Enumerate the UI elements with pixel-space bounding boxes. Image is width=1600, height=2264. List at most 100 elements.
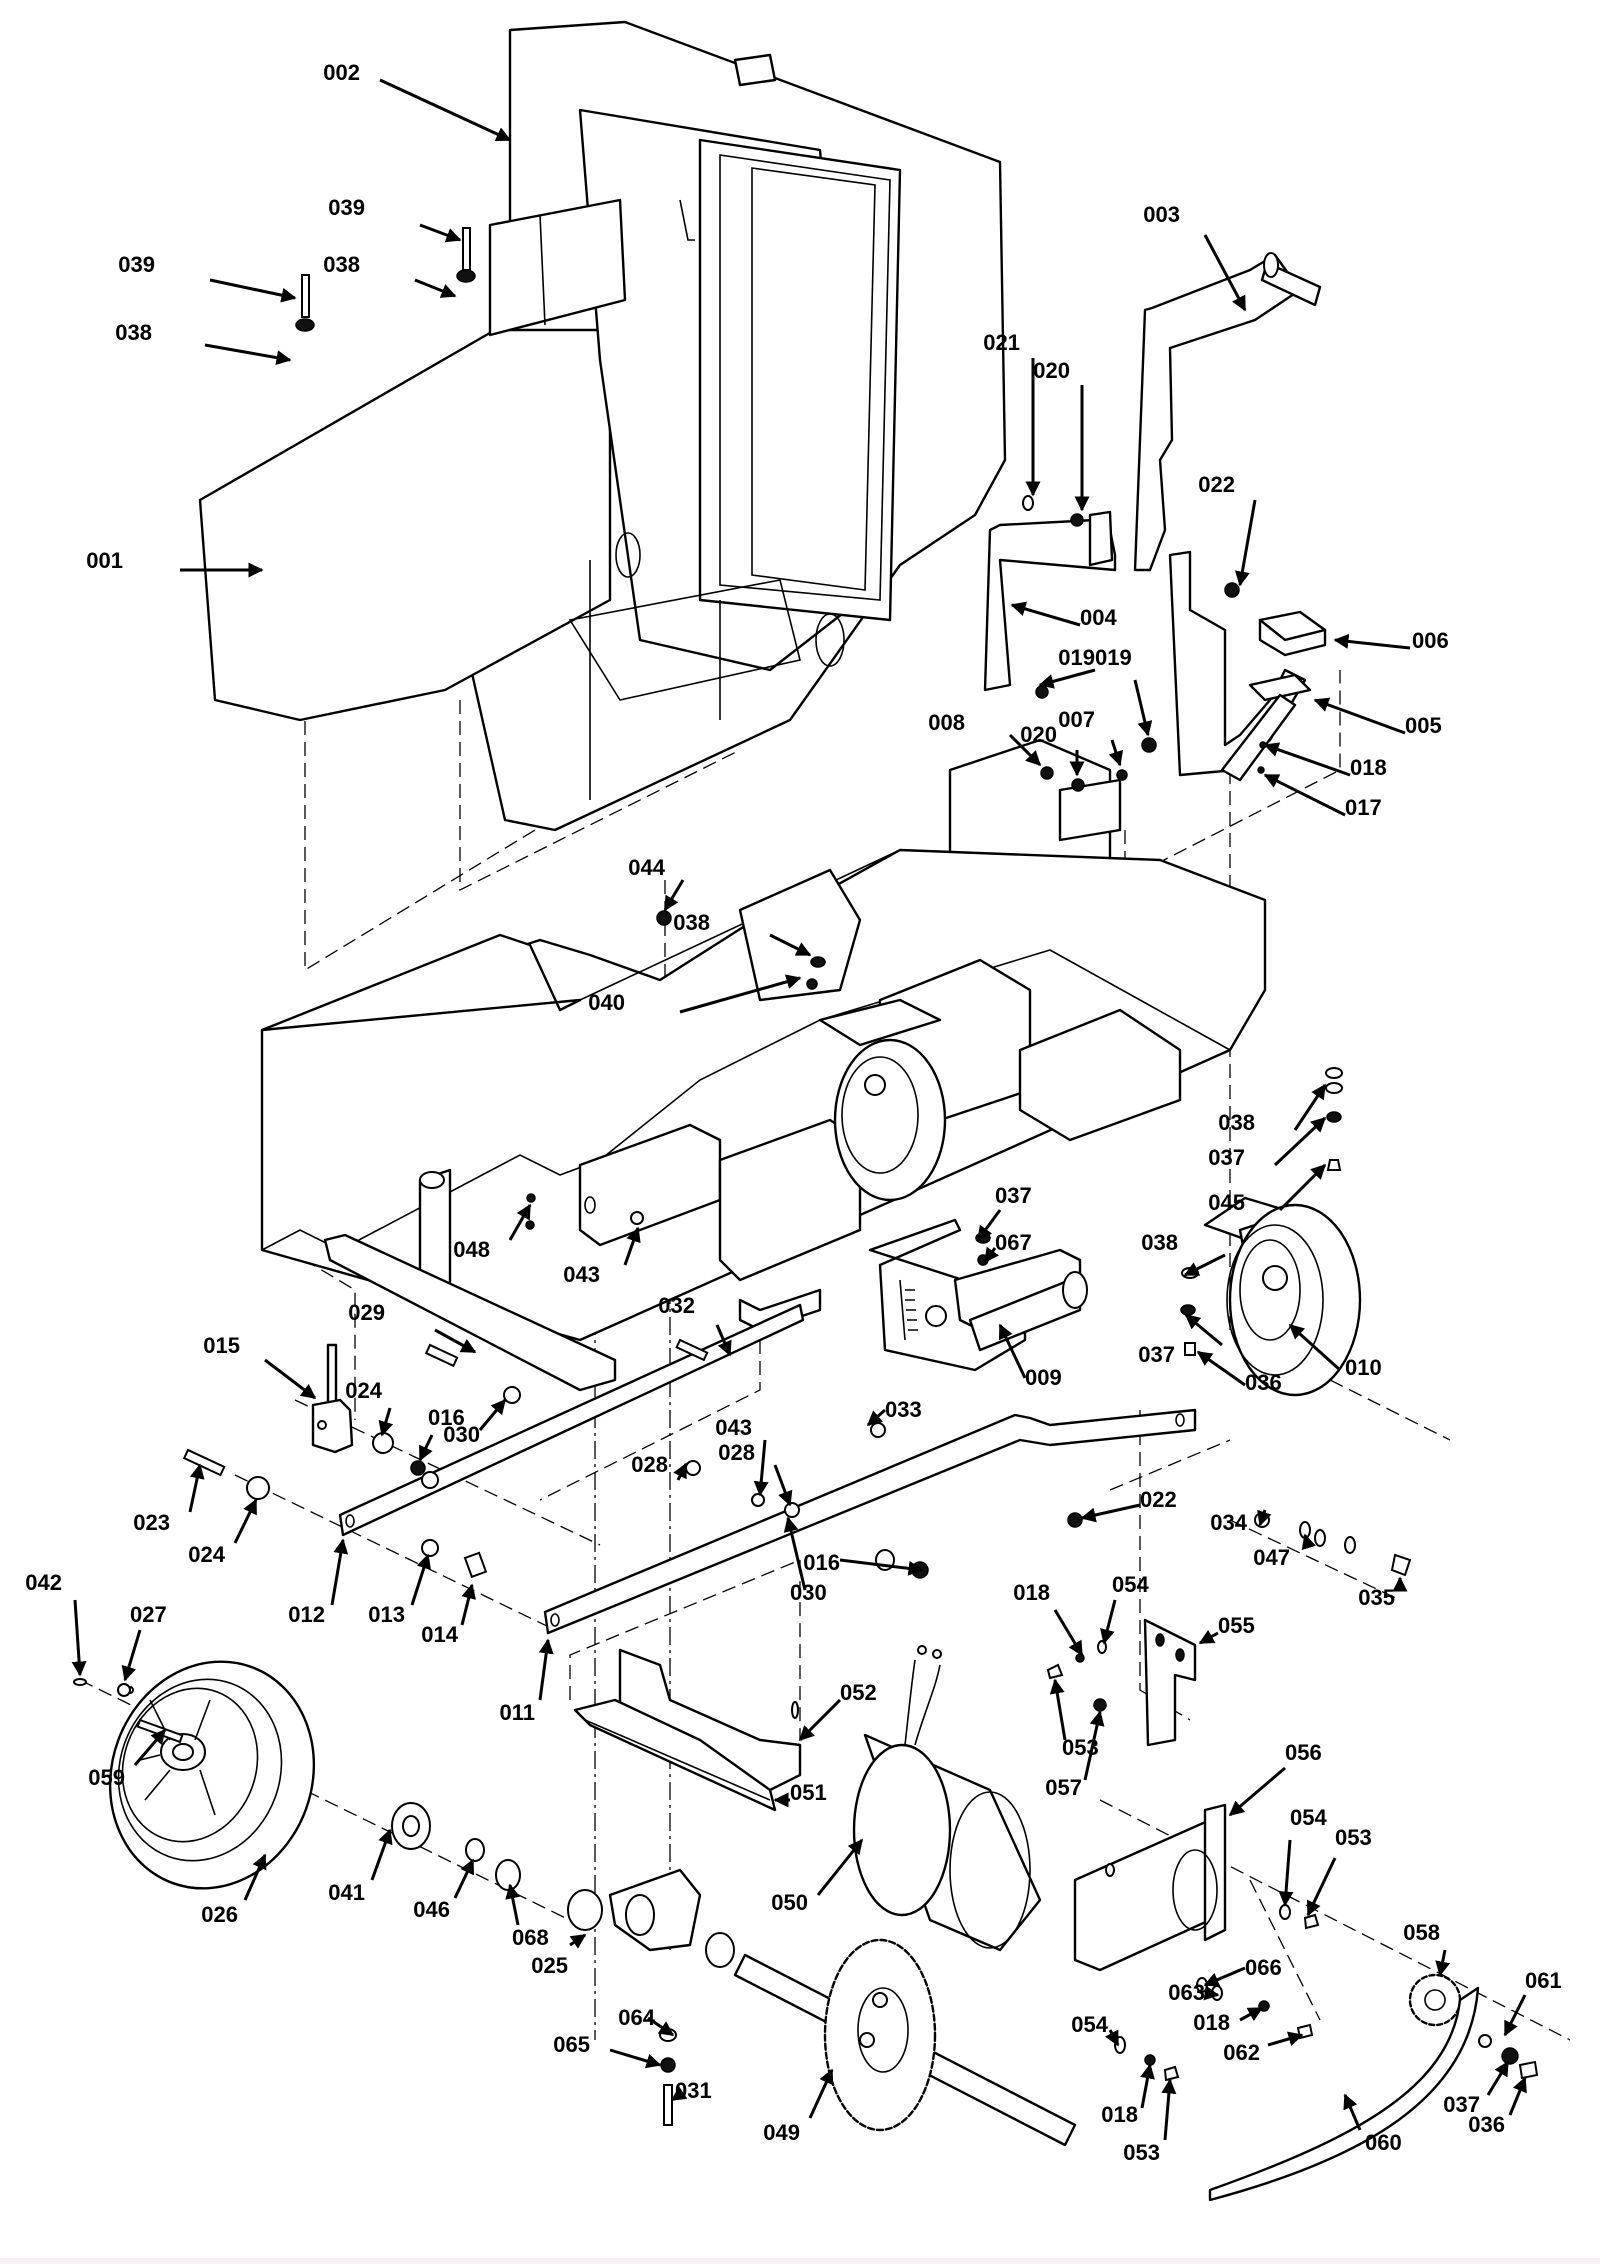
callout-leader-arrow-039 (419, 223, 462, 243)
callout-leader-arrow-018 (1239, 2006, 1264, 2022)
callout-leader-arrow-009 (998, 1323, 1027, 1379)
callout-label-065: 065 (553, 2032, 590, 2057)
callout-leader-arrow-060 (1343, 2093, 1362, 2131)
part-051-guard (573, 1648, 802, 1812)
callout-leader-arrow-043 (623, 1226, 641, 1266)
callout-label-028: 028 (718, 1440, 755, 1465)
callout-leader-arrow-056 (1228, 1766, 1286, 1817)
callout-leader-arrow-033 (866, 1408, 886, 1427)
callout-leader-arrow-038 (204, 343, 292, 366)
callout-label-058: 058 (1403, 1920, 1440, 1945)
part-009-drive-mount (868, 1218, 1088, 1372)
part-002-upper-housing (198, 20, 1007, 832)
callout-leader-arrow-037 (1486, 2060, 1510, 2096)
callout-label-037: 037 (1443, 2092, 1480, 2117)
callout-leader-arrow-028 (673, 1462, 688, 1481)
part-025-bearing (567, 1868, 735, 1968)
callout-label-022: 022 (1140, 1487, 1177, 1512)
callout-label-055: 055 (1218, 1613, 1255, 1638)
callout-label-037: 037 (995, 1183, 1032, 1208)
callout-label-030: 030 (443, 1422, 480, 1447)
callout-label-009: 009 (1025, 1365, 1062, 1390)
callout-leader-arrow-030 (783, 1516, 807, 1591)
callout-label-036: 036 (1245, 1370, 1282, 1395)
callout-leader-arrow-052 (798, 1698, 842, 1742)
part-056-motor-bracket (1073, 1803, 1227, 1972)
part-060-chain (1208, 1986, 1480, 2202)
page-bottom-edge (0, 2258, 1600, 2264)
callout-label-003: 003 (1143, 202, 1180, 227)
callout-leader-arrow-063 (1203, 1985, 1220, 2001)
callout-label-001: 001 (86, 548, 123, 573)
callout-label-024: 024 (345, 1378, 382, 1403)
callout-label-004: 004 (1080, 605, 1117, 630)
callout-label-067: 067 (995, 1230, 1032, 1255)
callout-leader-arrow-034 (1257, 1509, 1272, 1527)
callout-leader-arrow-054 (1105, 2029, 1120, 2047)
callout-label-054: 054 (1290, 1805, 1327, 1830)
callout-label-039: 039 (118, 252, 155, 277)
callout-label-043: 043 (563, 1262, 600, 1287)
callout-label-064: 064 (618, 2005, 655, 2030)
callout-leader-arrow-053 (1161, 2078, 1177, 2141)
callout-leader-arrow-018 (1053, 1609, 1084, 1657)
callout-leader-arrow-011 (538, 1638, 554, 1701)
callout-leader-arrow-019 (1133, 679, 1153, 737)
part-006-pedal-pad (1258, 610, 1327, 657)
callout-leader-arrow-004 (1010, 601, 1081, 627)
callout-leader-arrow-042 (71, 1599, 87, 1677)
callout-leader-arrow-014 (460, 1583, 477, 1626)
callout-leader-arrow-054 (1278, 1839, 1294, 1907)
callout-label-060: 060 (1365, 2130, 1402, 2155)
callout-leader-arrow-068 (505, 1883, 521, 1926)
callout-label-021: 021 (983, 330, 1020, 355)
callout-leader-arrow-065 (609, 2048, 662, 2069)
callout-leader-arrow-029 (434, 1328, 477, 1354)
part-015-hinge-bracket (311, 1343, 354, 1454)
part-010-caster (1203, 1196, 1362, 1397)
callout-label-013: 013 (368, 1602, 405, 1627)
callout-label-048: 048 (453, 1237, 490, 1262)
callout-label-066: 066 (1245, 1955, 1282, 1980)
part-012-cross-bar (338, 1303, 805, 1537)
callout-leader-arrow-002 (379, 78, 512, 142)
callout-leader-arrow-022 (1234, 499, 1257, 587)
callout-label-039: 039 (328, 195, 365, 220)
callout-leader-arrow-059 (133, 1728, 167, 1766)
callout-label-038: 038 (115, 320, 152, 345)
callout-leader-arrow-037 (1273, 1116, 1327, 1167)
callout-leader-arrow-037 (1184, 1313, 1223, 1347)
callout-leader-arrow-018 (1140, 2063, 1155, 2109)
part-049-sprocket (823, 1938, 937, 2132)
callout-leader-arrow-043 (753, 1439, 769, 1497)
callout-label-053: 053 (1123, 2140, 1160, 2165)
callout-leader-arrow-062 (1267, 2031, 1304, 2047)
callout-leader-arrow-058 (1435, 1949, 1451, 1977)
callout-label-018: 018 (1350, 755, 1387, 780)
callout-leader-arrow-038 (414, 278, 457, 298)
callout-label-059: 059 (88, 1765, 125, 1790)
callout-leader-arrow-019 (1038, 668, 1096, 689)
callout-leader-arrow-006 (1333, 633, 1411, 650)
callout-label-024: 024 (188, 1542, 225, 1567)
callout-leader-arrow-038 (1293, 1083, 1327, 1131)
callout-label-018: 018 (1013, 1580, 1050, 1605)
callout-label-046: 046 (413, 1897, 450, 1922)
callout-label-063: 063 (1168, 1980, 1205, 2005)
callout-leader-arrow-024 (233, 1498, 258, 1544)
callout-label-005: 005 (1405, 713, 1442, 738)
callout-label-015: 015 (203, 1333, 240, 1358)
callout-label-018: 018 (1101, 2102, 1138, 2127)
callout-label-008: 008 (928, 710, 965, 735)
callout-label-032: 032 (658, 1293, 695, 1318)
callout-label-007: 007 (1058, 707, 1095, 732)
callout-label-014: 014 (421, 1622, 458, 1647)
callout-label-038: 038 (673, 910, 710, 935)
callout-label-017: 017 (1345, 795, 1382, 820)
callout-label-023: 023 (133, 1510, 170, 1535)
callout-leader-arrow-067 (983, 1246, 999, 1264)
callout-leader-arrow-012 (330, 1538, 349, 1606)
callout-leader-arrow-038 (769, 933, 812, 957)
callout-label-030: 030 (790, 1580, 827, 1605)
callout-label-020: 020 (1020, 722, 1057, 747)
